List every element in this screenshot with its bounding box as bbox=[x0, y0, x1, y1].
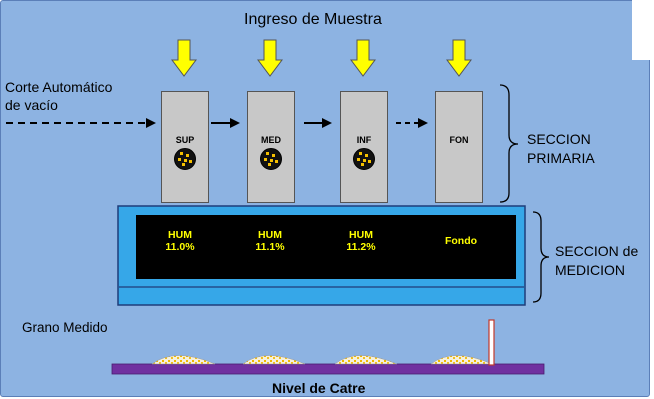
grain-pile bbox=[242, 355, 306, 365]
reading: HUM 11.1% bbox=[240, 229, 300, 253]
input-label-line1: Corte Automático bbox=[5, 79, 113, 95]
primary-section-line1: SECCION bbox=[527, 131, 591, 147]
sample-icon bbox=[353, 148, 375, 170]
intake-arrow-icon bbox=[257, 39, 283, 77]
intake-arrow-icon bbox=[446, 39, 472, 77]
column-label: SUP bbox=[175, 135, 195, 145]
reading: HUM 11.0% bbox=[150, 229, 210, 253]
measurement-section-brace bbox=[532, 211, 550, 303]
intake-title: Ingreso de Muestra bbox=[244, 11, 382, 28]
reading-label: HUM bbox=[168, 229, 192, 241]
column-med bbox=[247, 91, 295, 203]
grain-pile bbox=[430, 355, 493, 365]
column-label: INF bbox=[356, 135, 372, 145]
panel-corner bbox=[632, 0, 654, 60]
reading-value: 11.2% bbox=[346, 241, 376, 253]
reading-label: HUM bbox=[349, 229, 373, 241]
column-label: MED bbox=[261, 135, 281, 145]
measurement-section-line2: MEDICION bbox=[555, 262, 625, 278]
measurement-screen bbox=[136, 215, 516, 279]
reading: Fondo bbox=[426, 235, 496, 247]
reading-label: HUM bbox=[258, 229, 282, 241]
column-inf bbox=[340, 91, 388, 203]
column-sup bbox=[161, 91, 209, 203]
sample-icon bbox=[174, 148, 196, 170]
reading-label: Fondo bbox=[444, 235, 478, 247]
vacuum-input-arrow-icon bbox=[6, 118, 156, 128]
intake-arrow-icon bbox=[171, 39, 197, 77]
flow-arrow-icon bbox=[211, 118, 240, 128]
primary-section-line2: PRIMARIA bbox=[527, 150, 595, 166]
reading-value: 11.0% bbox=[165, 241, 195, 253]
measurement-section-line1: SECCION de bbox=[555, 243, 639, 259]
grain-pile bbox=[334, 355, 398, 365]
input-label-line2: de vacío bbox=[5, 97, 58, 113]
flow-arrow-icon bbox=[304, 118, 332, 128]
column-label: FON bbox=[449, 135, 469, 145]
reading: HUM 11.2% bbox=[331, 229, 391, 253]
measured-grain-label: Grano Medido bbox=[22, 320, 108, 335]
sample-icon bbox=[260, 148, 282, 170]
reading-value: 11.1% bbox=[255, 241, 285, 253]
level-post bbox=[488, 319, 495, 366]
column-fon bbox=[435, 91, 483, 203]
floor-bar bbox=[111, 363, 545, 375]
floor-label: Nivel de Catre bbox=[272, 380, 366, 396]
intake-arrow-icon bbox=[350, 39, 376, 77]
grain-pile bbox=[151, 355, 216, 365]
primary-section-brace bbox=[499, 84, 519, 203]
flow-arrow-icon bbox=[396, 118, 428, 128]
